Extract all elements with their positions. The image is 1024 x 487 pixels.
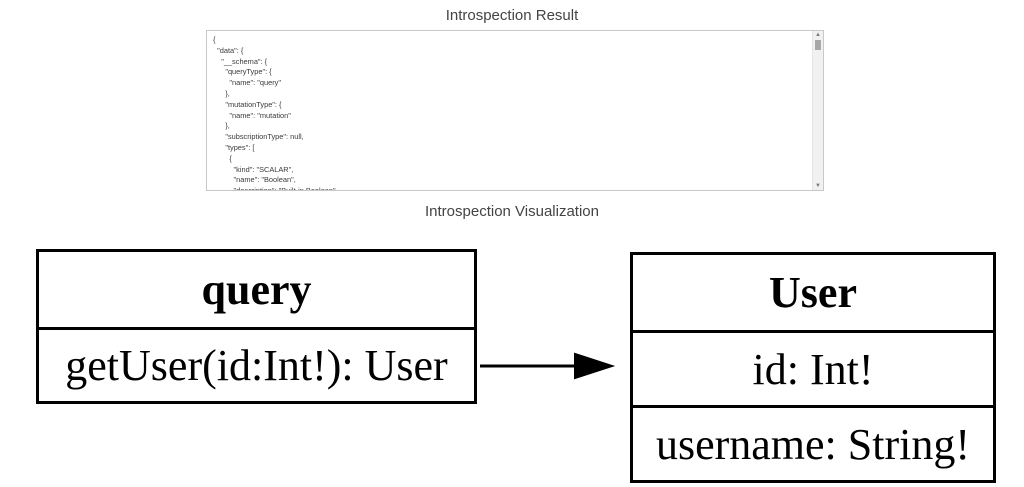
scroll-up-arrow-icon[interactable]: ▲ — [815, 32, 821, 38]
textarea-scrollbar[interactable]: ▲ ▼ — [812, 31, 823, 190]
introspection-result-textarea[interactable]: { "data": { "__schema": { "queryType": {… — [206, 30, 824, 191]
query-type-node: query getUser(id:Int!): User — [36, 249, 477, 404]
scrollbar-thumb[interactable] — [815, 40, 821, 50]
introspection-result-heading: Introspection Result — [445, 7, 579, 24]
introspection-visualization-heading: Introspection Visualization — [425, 203, 599, 220]
user-node-title: User — [769, 268, 857, 317]
user-node-field-id: id: Int! — [633, 330, 993, 405]
user-type-node: User id: Int! username: String! — [630, 252, 996, 483]
introspection-result-json: { "data": { "__schema": { "queryType": {… — [213, 35, 338, 190]
query-node-field-getuser: getUser(id:Int!): User — [39, 327, 474, 401]
scroll-down-arrow-icon[interactable]: ▼ — [815, 183, 821, 189]
query-node-title: query — [201, 265, 312, 314]
user-node-field-username: username: String! — [633, 405, 993, 480]
arrowhead-icon — [574, 352, 616, 380]
